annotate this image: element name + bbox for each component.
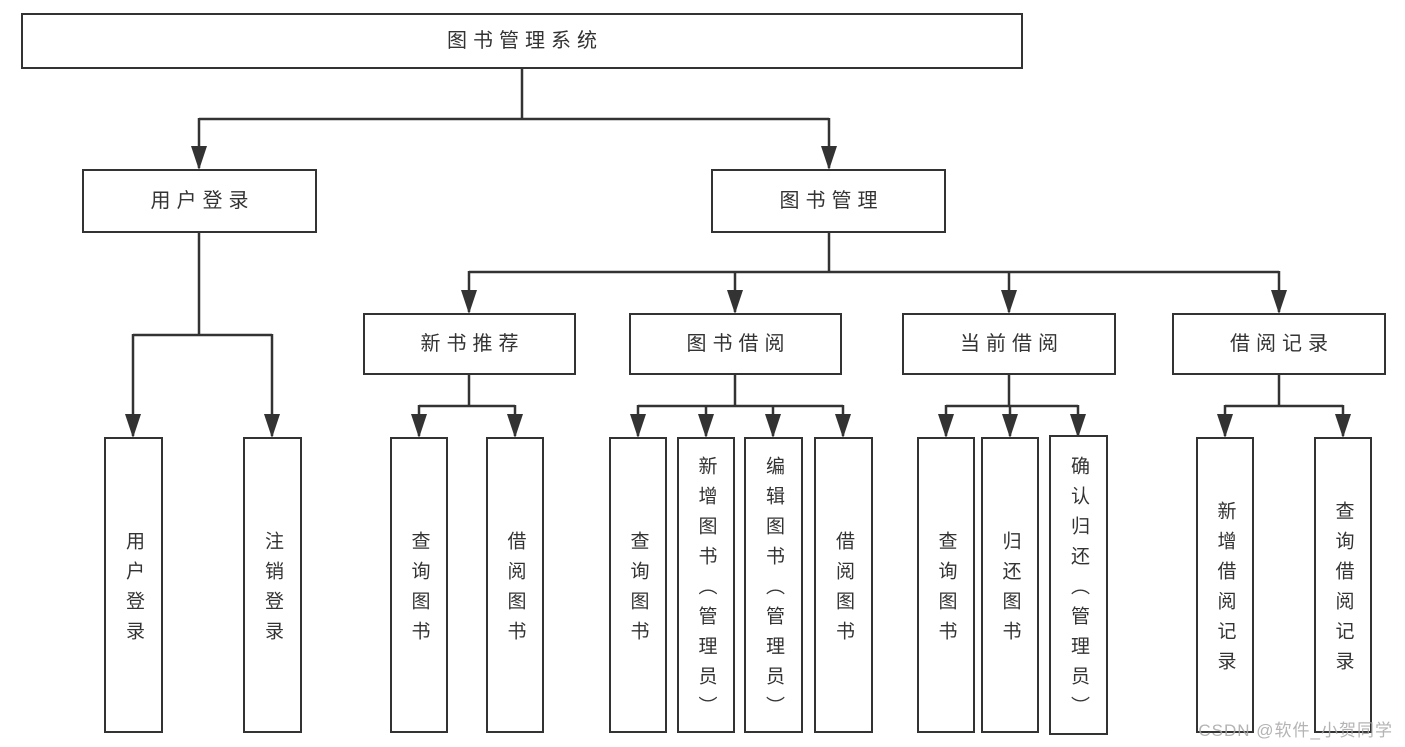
node-current-borrow-label: 当前借阅 bbox=[960, 333, 1064, 355]
leaf-user-login: 用户登录 bbox=[104, 437, 163, 733]
node-borrow-records: 借阅记录 bbox=[1172, 313, 1386, 375]
leaf-add-books-admin-label: 新增图书（管理员） bbox=[695, 455, 717, 726]
node-root-system: 图书管理系统 bbox=[21, 13, 1023, 69]
leaf-add-books-admin: 新增图书（管理员） bbox=[677, 437, 735, 733]
node-book-management: 图书管理 bbox=[711, 169, 946, 233]
leaf-logout-label: 注销登录 bbox=[262, 530, 283, 651]
node-root-system-label: 图书管理系统 bbox=[447, 30, 603, 52]
leaf-query-borrow-record-label: 查询借阅记录 bbox=[1332, 500, 1354, 681]
leaf-borrow-books-label: 借阅图书 bbox=[833, 530, 854, 651]
connector-new-book-children bbox=[411, 375, 523, 438]
leaf-query-books-current: 查询图书 bbox=[917, 437, 975, 733]
leaf-edit-books-admin-label: 编辑图书（管理员） bbox=[763, 455, 784, 726]
node-borrow-records-label: 借阅记录 bbox=[1230, 333, 1334, 355]
leaf-edit-books-admin: 编辑图书（管理员） bbox=[744, 437, 803, 733]
connector-borrow-records-children bbox=[1217, 375, 1351, 438]
leaf-borrow-books-recommend-label: 借阅图书 bbox=[504, 530, 526, 651]
leaf-query-books-recommend-label: 查询图书 bbox=[408, 530, 430, 651]
leaf-logout: 注销登录 bbox=[243, 437, 302, 733]
node-new-book-recommend: 新书推荐 bbox=[363, 313, 576, 375]
node-book-borrow: 图书借阅 bbox=[629, 313, 842, 375]
connector-current-borrow-children bbox=[938, 375, 1086, 438]
leaf-return-books-label: 归还图书 bbox=[999, 530, 1021, 651]
node-user-login-label: 用户登录 bbox=[150, 190, 255, 212]
leaf-user-login-label: 用户登录 bbox=[123, 530, 144, 651]
leaf-add-borrow-record-label: 新增借阅记录 bbox=[1214, 500, 1236, 681]
connector-root-to-level2 bbox=[191, 69, 837, 170]
leaf-borrow-books-recommend: 借阅图书 bbox=[486, 437, 544, 733]
connector-user-login-children bbox=[125, 233, 280, 438]
connector-book-borrow-children bbox=[630, 375, 851, 438]
leaf-borrow-books: 借阅图书 bbox=[814, 437, 873, 733]
leaf-query-borrow-record: 查询借阅记录 bbox=[1314, 437, 1372, 733]
connector-book-management-children bbox=[461, 233, 1287, 314]
node-current-borrow: 当前借阅 bbox=[902, 313, 1116, 375]
leaf-return-books: 归还图书 bbox=[981, 437, 1039, 733]
node-user-login: 用户登录 bbox=[82, 169, 317, 233]
node-book-borrow-label: 图书借阅 bbox=[686, 333, 791, 355]
leaf-query-books-recommend: 查询图书 bbox=[390, 437, 448, 733]
leaf-add-borrow-record: 新增借阅记录 bbox=[1196, 437, 1254, 733]
leaf-confirm-return-admin: 确认归还（管理员） bbox=[1049, 435, 1108, 735]
leaf-query-books-current-label: 查询图书 bbox=[935, 530, 957, 651]
leaf-confirm-return-admin-label: 确认归还（管理员） bbox=[1068, 455, 1089, 726]
node-new-book-recommend-label: 新书推荐 bbox=[420, 333, 525, 355]
csdn-watermark: CSDN @软件_小贺同学 bbox=[1198, 721, 1393, 740]
node-book-management-label: 图书管理 bbox=[779, 190, 884, 212]
leaf-query-books-borrow-label: 查询图书 bbox=[627, 530, 649, 651]
leaf-query-books-borrow: 查询图书 bbox=[609, 437, 667, 733]
